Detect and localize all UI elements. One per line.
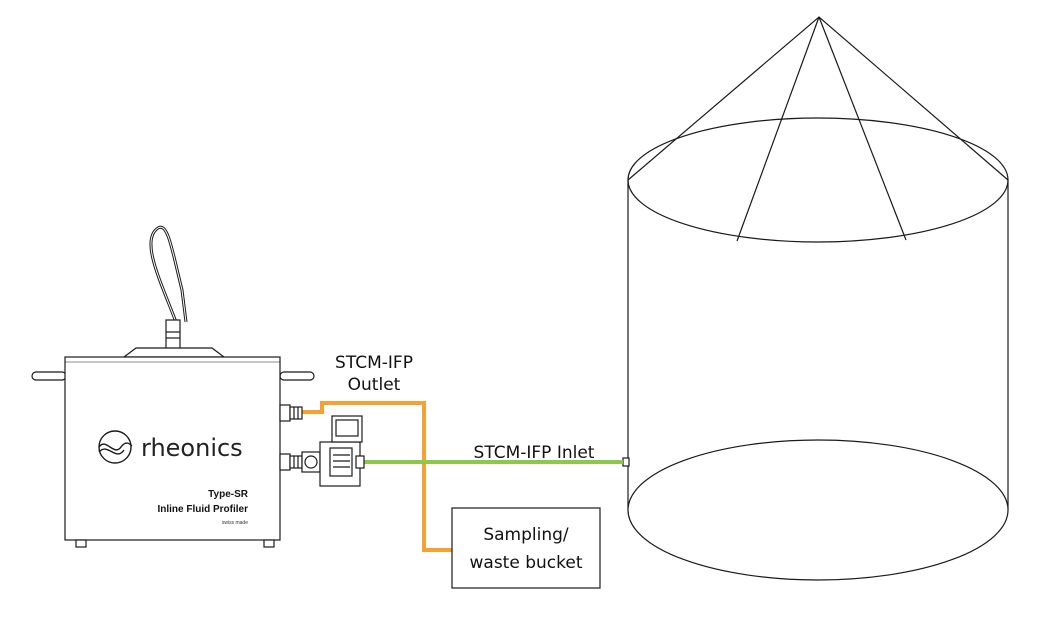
sampling-bucket: Sampling/ waste bucket: [451, 507, 601, 589]
fluid-profiler-device: [31, 225, 365, 548]
device-product: Inline Fluid Profiler: [157, 504, 248, 515]
device-cable: [149, 225, 188, 323]
silo-base: [627, 439, 1009, 581]
foot-right: [263, 539, 275, 548]
storage-silo: [622, 16, 1009, 581]
bucket-label-line2: waste bucket: [470, 553, 583, 573]
device-tagline: swiss made: [222, 520, 248, 526]
handle-right: [279, 371, 315, 381]
rheonics-logo-icon: [98, 430, 133, 464]
silo-roof-ridge-left: [736, 16, 820, 242]
silo-roof-cone: [627, 16, 1009, 181]
outlet-label-line2: Outlet: [348, 375, 401, 395]
device-brand: rheonics: [141, 434, 243, 462]
device-top-plate: [122, 347, 226, 358]
handle-left: [31, 371, 67, 381]
device-cable-inner: [150, 226, 187, 323]
outlet-label-line1: STCM-IFP: [335, 353, 413, 373]
outlet-fitting: [279, 404, 303, 422]
outlet-pipe: [300, 401, 452, 552]
device-body: [64, 356, 281, 541]
pipes: [300, 401, 623, 552]
inlet-valve: [279, 415, 365, 487]
device-model: Type-SR: [208, 489, 249, 500]
bucket-label-line1: Sampling/: [483, 525, 569, 545]
silo-roof-rim: [627, 117, 1009, 243]
bucket-box: [451, 507, 601, 589]
silo-roof-ridge-right: [818, 16, 907, 241]
cable-connector: [165, 319, 181, 351]
silo-inlet-port: [622, 457, 630, 467]
inlet-label: STCM-IFP Inlet: [474, 443, 595, 463]
foot-left: [75, 539, 87, 548]
